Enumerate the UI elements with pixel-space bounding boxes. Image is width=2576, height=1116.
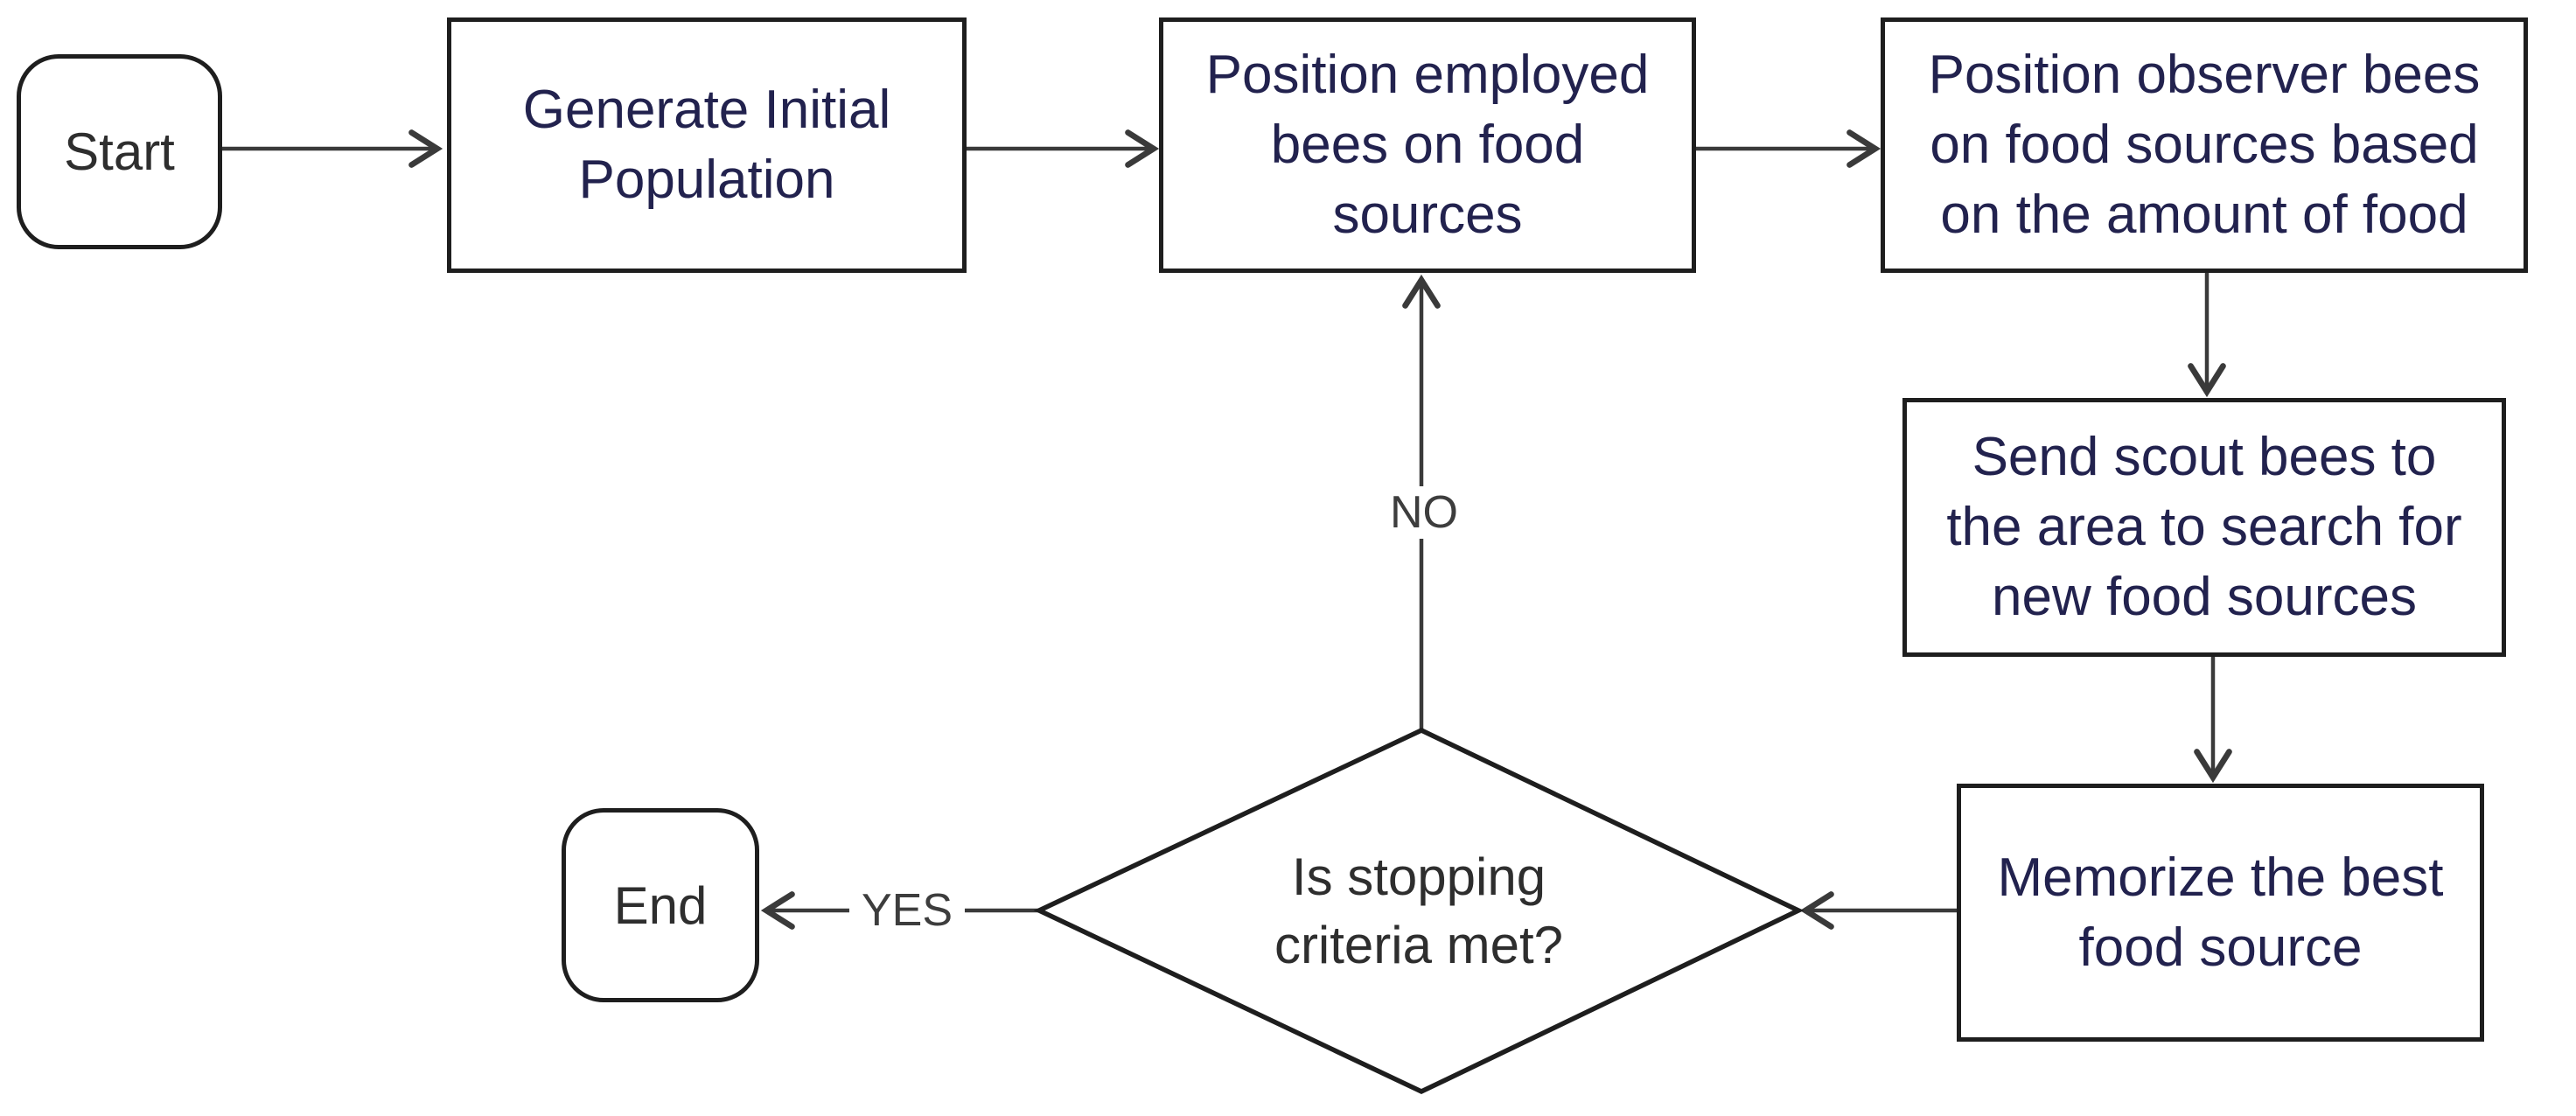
node-text-line: new food sources (1992, 567, 2417, 627)
generate-population-node: Generate Initial Population (447, 17, 967, 273)
employed-bees-node: Position employed bees on food sources (1159, 17, 1696, 273)
no-edge-label: NO (1378, 486, 1470, 539)
decision-diamond (1033, 727, 1805, 1095)
node-text-line: Position employed (1205, 45, 1650, 105)
decision-node-label: Is stopping criteria met? (1274, 843, 1563, 980)
end-node-label: End (613, 875, 708, 935)
node-text-line: food source (2078, 917, 2363, 978)
start-node: Start (17, 54, 222, 249)
memorize-best-source-node: Memorize the best food source (1957, 784, 2484, 1042)
yes-edge-label: YES (848, 884, 966, 937)
node-text-line: Position observer bees (1928, 45, 2481, 105)
node-text-line: bees on food (1270, 115, 1585, 175)
node-text-line: Generate Initial (522, 80, 891, 140)
node-text-line: sources (1332, 185, 1523, 245)
node-text-line: Is stopping (1291, 847, 1546, 906)
observer-bees-node: Position observer bees on food sources b… (1881, 17, 2528, 273)
node-text-line: Memorize the best (1997, 847, 2444, 908)
node-text-line: on the amount of food (1940, 185, 2468, 245)
node-text-line: criteria met? (1274, 916, 1564, 974)
node-text-line: Send scout bees to (1972, 427, 2437, 487)
end-node: End (562, 808, 759, 1002)
start-node-label: Start (64, 122, 175, 181)
node-text-line: the area to search for (1946, 497, 2462, 557)
node-text-line: on food sources based (1930, 115, 2479, 175)
scout-bees-node: Send scout bees to the area to search fo… (1902, 398, 2506, 657)
node-text-line: Population (578, 150, 835, 210)
